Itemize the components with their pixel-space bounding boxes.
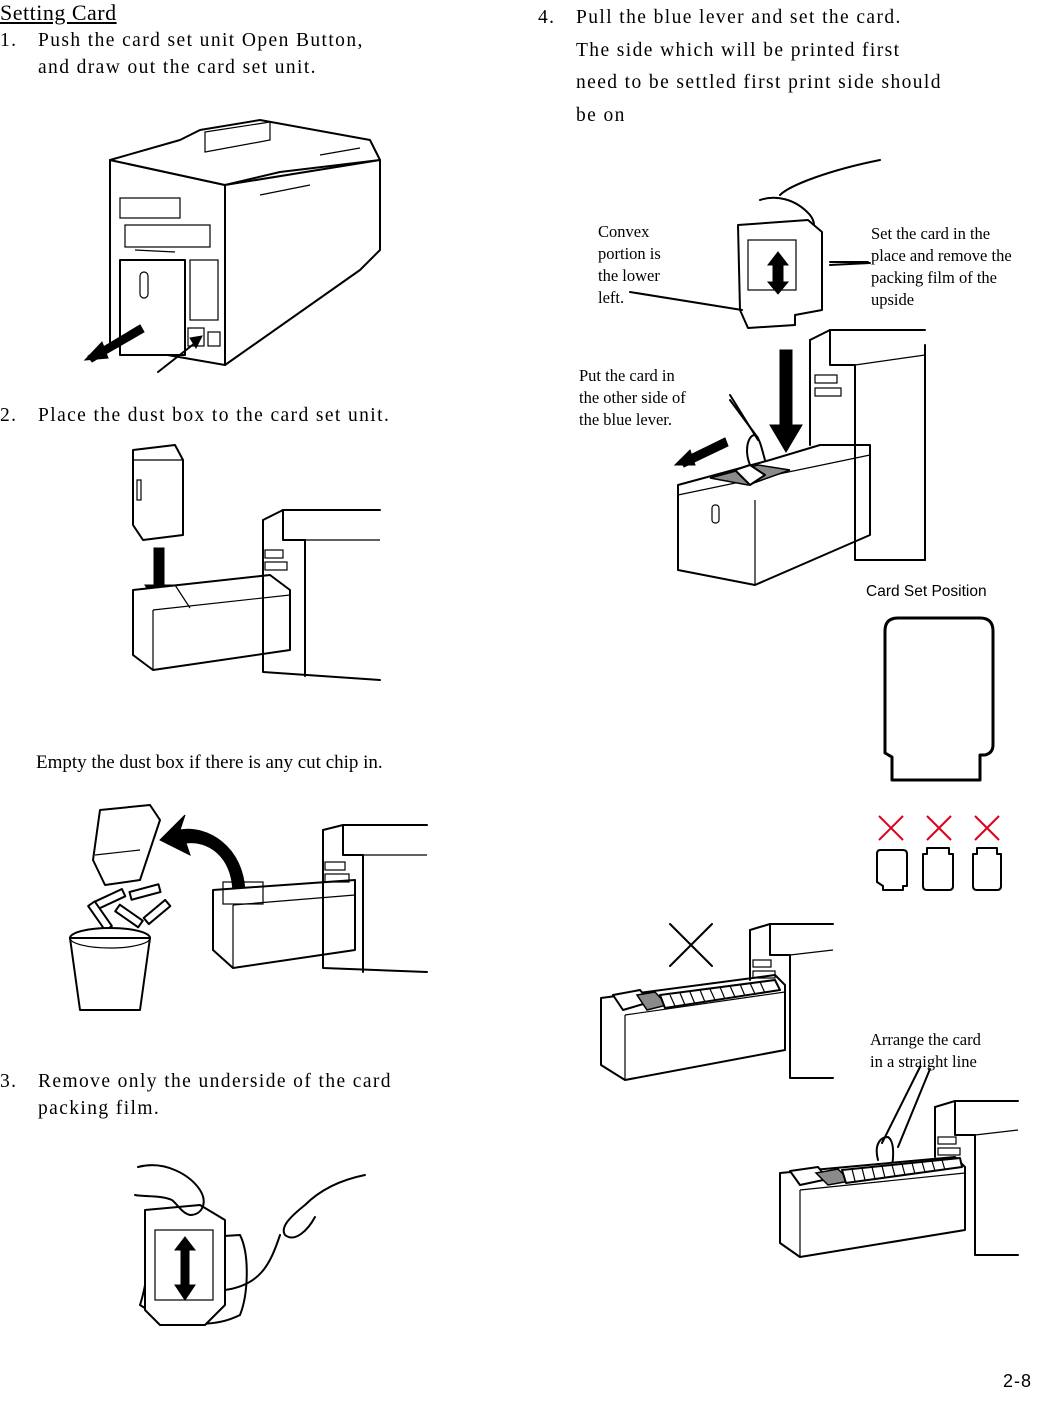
callout-line: portion is	[598, 244, 661, 263]
correct-stack-illustration	[779, 1066, 1019, 1258]
step-text-line: be on	[576, 104, 626, 126]
step-text-line: Pull the blue lever and set the card.	[576, 7, 902, 28]
step-3: 3. Remove only the underside of the card…	[0, 1068, 520, 1122]
callout-line: left.	[598, 288, 625, 307]
step-text-line: Place the dust box to the card set unit.	[38, 405, 391, 426]
callout-set-card: Set the card in the place and remove the…	[871, 223, 1012, 311]
callout-line: Convex	[598, 222, 650, 241]
step-1: 1. Push the card set unit Open Button, a…	[0, 27, 500, 81]
step-number: 1.	[0, 30, 18, 51]
callout-line: the blue lever.	[579, 410, 673, 429]
callout-line: the lower	[598, 266, 660, 285]
step-number: 3.	[0, 1071, 18, 1092]
callout-line: upside	[871, 290, 915, 309]
card-set-position-label: Card Set Position	[866, 583, 987, 600]
step-text-line: Push the card set unit Open Button,	[38, 30, 364, 51]
step-text-line: packing film.	[38, 1098, 161, 1119]
empty-dust-note: Empty the dust box if there is any cut c…	[36, 752, 383, 773]
callout-put-card: Put the card in the other side of the bl…	[579, 365, 686, 431]
callout-convex: Convex portion is the lower left.	[598, 221, 661, 309]
callout-line: in a straight line	[870, 1052, 977, 1071]
step-text-line: The side which will be printed first	[576, 39, 901, 61]
callout-line: Arrange the card	[870, 1030, 981, 1049]
callout-line: the other side of	[579, 388, 686, 407]
callout-line: place and remove the	[871, 246, 1012, 265]
black-x-icon	[669, 923, 713, 967]
step-2: 2. Place the dust box to the card set un…	[0, 402, 520, 429]
step-text-line: need to be settled first print side shou…	[576, 72, 942, 93]
step-4: 4. Pull the blue lever and set the card.…	[538, 2, 1038, 132]
callout-line: Put the card in	[579, 366, 675, 385]
card-set-illustration	[629, 159, 926, 586]
page-number: 2-8	[1002, 1371, 1032, 1391]
callout-arrange: Arrange the card in a straight line	[870, 1029, 981, 1073]
wrong-stack-illustration	[600, 923, 834, 1081]
step-text-line: and draw out the card set unit.	[38, 57, 317, 78]
card-shape-icon	[883, 616, 995, 782]
step-text-line: Remove only the underside of the card	[38, 1071, 392, 1092]
red-x-icon	[876, 815, 1002, 891]
trash-bin-illustration	[69, 804, 428, 1011]
step-number: 2.	[0, 405, 18, 426]
callout-line: packing film of the	[871, 268, 998, 287]
step-number: 4.	[538, 7, 556, 28]
hand-illustration	[134, 1164, 366, 1326]
dust-box-illustration	[132, 444, 381, 681]
section-title: Setting Card	[0, 0, 117, 25]
printer-illustration	[83, 119, 381, 373]
callout-line: Set the card in the	[871, 224, 991, 243]
